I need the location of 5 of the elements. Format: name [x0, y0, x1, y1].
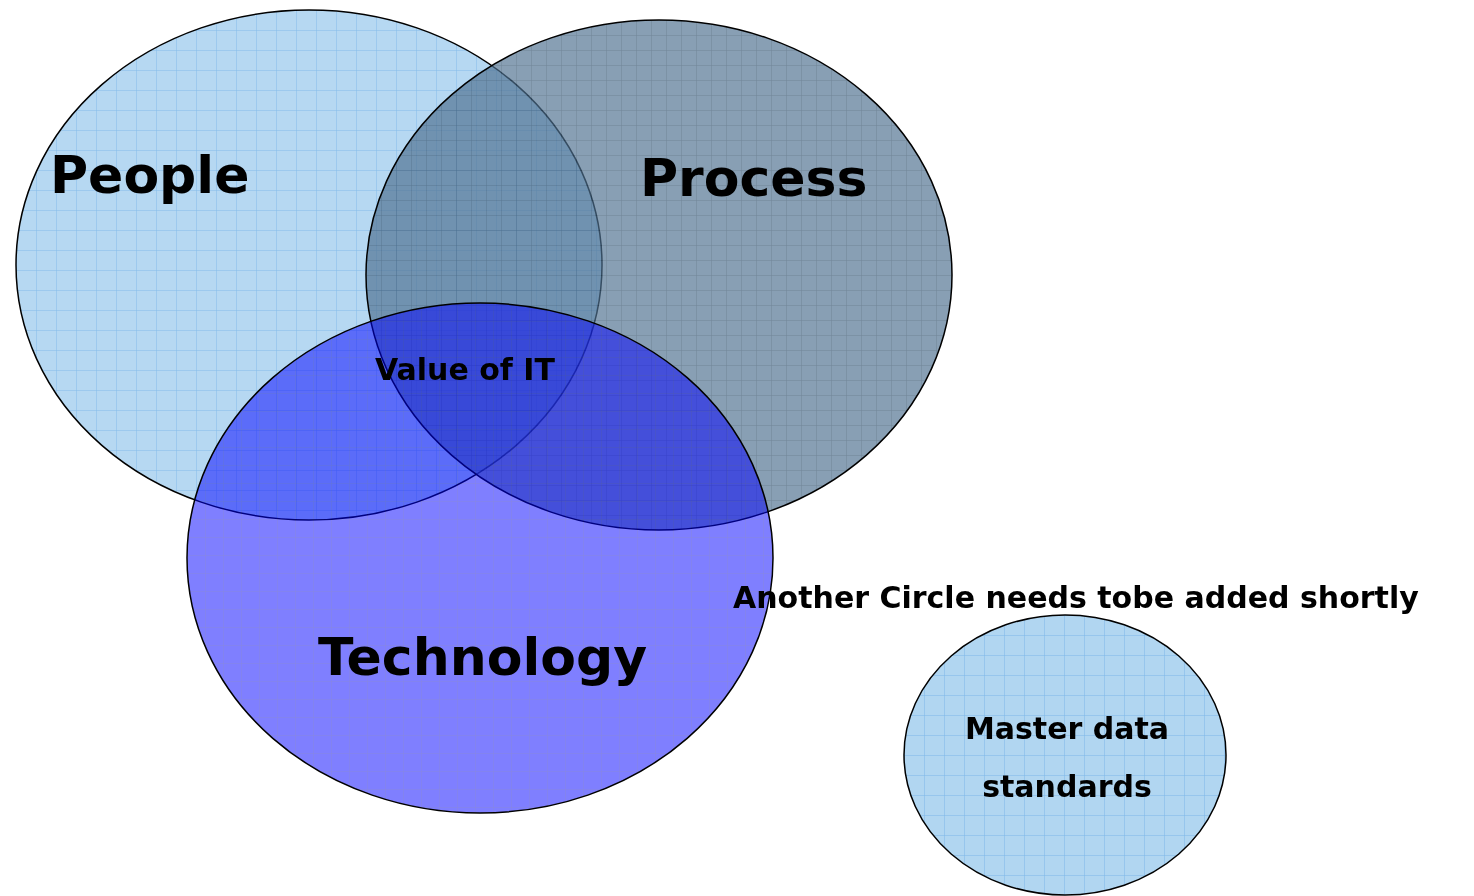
circle-label: Master data standards [963, 710, 1171, 806]
overlap-label: Value of IT [375, 352, 555, 387]
circle-label: People [50, 145, 250, 205]
circle-label: Technology [318, 627, 648, 687]
circle-label: Process [640, 148, 868, 208]
